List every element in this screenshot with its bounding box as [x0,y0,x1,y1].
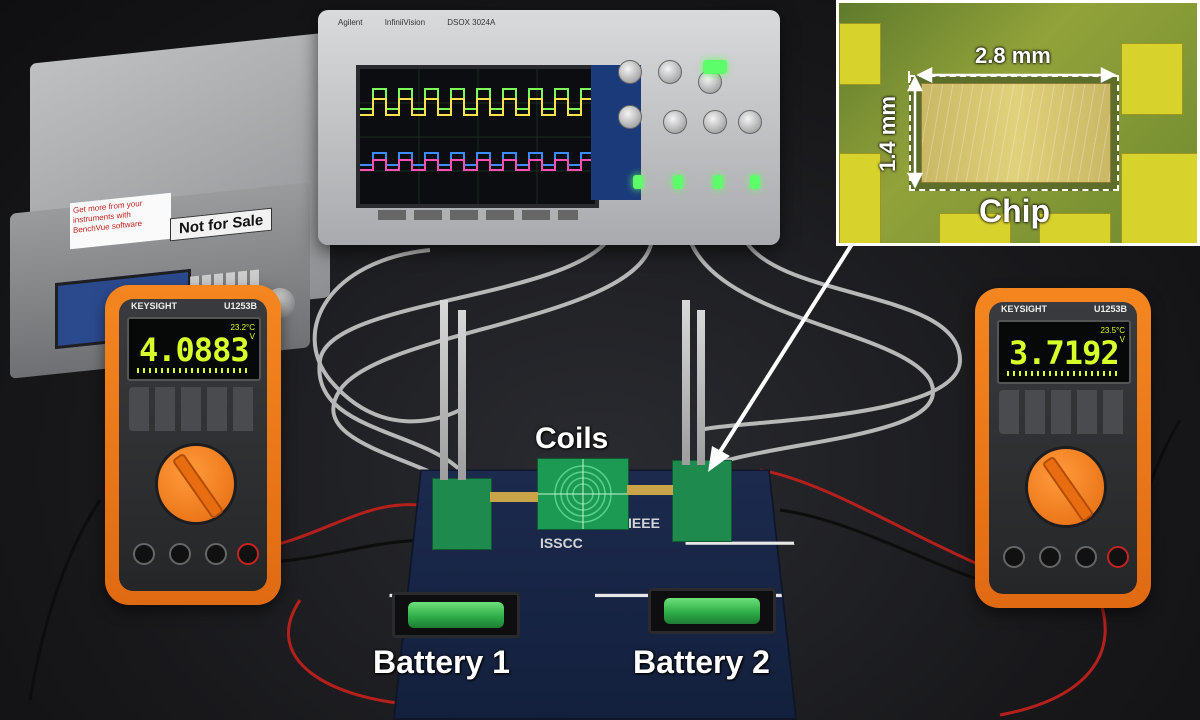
dimension-arrows [906,66,1117,189]
scope-control-panel [608,50,768,220]
bond-pad [939,213,1011,243]
isscc-logo: ISSCC [540,535,583,551]
multimeter-temperature: 23.2°C V [230,323,255,341]
multimeter-model: U1253B [1093,304,1127,314]
battery-cell [408,602,504,628]
scope-knob [618,60,642,84]
scope-knob [658,60,682,84]
bond-pad [1121,153,1197,243]
battery-cell [664,598,760,624]
battery-2-label: Battery 2 [633,644,770,680]
receiver-pcb [672,460,732,542]
probe [682,300,690,465]
scope-knob [703,110,727,134]
multimeter-temperature: 23.5°C V [1100,326,1125,344]
rotary-dial [1025,446,1107,528]
coils-label: Coils [535,422,609,455]
channel-2-led [673,175,683,189]
jack [237,543,259,565]
jack [1039,546,1061,568]
scope-knob [698,70,722,94]
multimeter-keys [999,390,1127,434]
trace-yellow [360,98,596,116]
scope-knob [663,110,687,134]
multimeter-reading: 3.7192 [1009,334,1120,372]
scope-waveforms [360,69,596,204]
channel-3-led [713,175,723,189]
scope-knob [618,105,642,129]
probe [697,310,705,465]
multimeter-model: U1253B [223,301,257,311]
ieee-logo: IEEE [628,515,660,531]
oscilloscope: Agilent InfiniiVision DSOX 3024A [318,10,780,245]
chip-height-label: 1.4 mm [875,96,900,172]
multimeter-reading: 4.0883 [139,331,250,369]
bond-pad [1121,43,1183,115]
scope-softkey-panel [591,65,641,200]
scope-branding: Agilent InfiniiVision DSOX 3024A [338,18,758,42]
bond-pad [1039,213,1111,243]
probe [440,300,448,480]
battery-holder-2 [648,588,776,634]
channel-4-led [750,175,760,189]
input-jacks [129,543,259,565]
multimeter-lcd: 23.5°C V 3.7192 [997,320,1131,384]
unit-label: V [1119,335,1125,344]
coil-board [537,458,629,530]
rotary-dial [155,443,237,525]
coil-pattern [538,459,628,529]
channel-1-led [633,175,643,189]
jack [205,543,227,565]
chip-label: Chip [979,193,1051,229]
bargraph [137,368,247,373]
battery-1-label: Battery 1 [373,644,510,680]
scope-knob [738,110,762,134]
scope-series: InfiniiVision [384,18,426,27]
battery-holder-1 [392,592,520,638]
temperature-value: 23.2°C [230,323,255,332]
multimeter-right: KEYSIGHT U1253B 23.5°C V 3.7192 [975,288,1151,608]
jack [133,543,155,565]
bond-pad [839,23,881,85]
multimeter-brand: KEYSIGHT [1001,304,1048,314]
scope-brand: Agilent [338,18,363,27]
scope-softkeys [378,210,578,220]
probe [458,310,466,480]
temperature-value: 23.5°C [1100,326,1125,335]
multimeter-lcd: 23.2°C V 4.0883 [127,317,261,381]
multimeter-brand: KEYSIGHT [131,301,178,311]
input-jacks [999,546,1129,568]
bargraph [1007,371,1117,376]
unit-label: V [249,332,255,341]
multimeter-keys [129,387,257,431]
chip-die [921,83,1111,183]
scope-model: DSOX 3024A [447,18,496,27]
scope-status-led [703,60,727,74]
chip-width-label: 2.8 mm [975,43,1051,68]
chip-micrograph-inset: 2.8 mm 1.4 mm Chip [836,0,1200,246]
bond-pad [839,153,881,243]
jack [1003,546,1025,568]
jack [1107,546,1129,568]
sma-connector-left [490,492,538,502]
jack [1075,546,1097,568]
multimeter-left: KEYSIGHT U1253B 23.2°C V 4.0883 [105,285,281,605]
sma-connector-right [627,485,673,495]
jack [169,543,191,565]
trace-pink [360,159,596,171]
